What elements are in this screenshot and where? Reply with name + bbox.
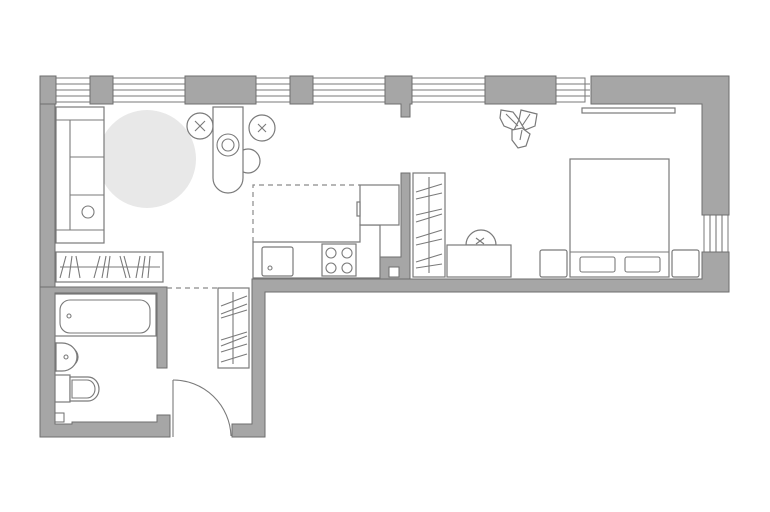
fridge-icon: [356, 184, 400, 226]
bedroom-wardrobe-icon: [412, 172, 446, 278]
kitchen-sink-icon: [261, 246, 294, 277]
rug-icon: [98, 110, 196, 208]
bed-icon: [569, 158, 670, 278]
walls: [39, 75, 730, 438]
desk-icon: [446, 229, 512, 278]
air-conditioner-icon: [581, 107, 676, 114]
hall-wardrobe-icon: [217, 287, 250, 369]
nightstand-icon: [671, 249, 700, 278]
wardrobe-icon: [55, 251, 164, 283]
kitchen-counter: [252, 224, 381, 279]
bathtub-icon: [54, 293, 157, 337]
toilet-icon: [54, 374, 100, 403]
stove-icon: [321, 243, 357, 277]
door-icon[interactable]: [172, 379, 232, 437]
bar-table-icon: [212, 106, 244, 194]
chair-icon: [465, 229, 497, 246]
washbasin-icon: [55, 342, 79, 372]
sofa-icon: [55, 106, 105, 244]
nightstand-icon: [539, 249, 568, 278]
kitchen-zone-outline: [252, 184, 360, 242]
plant-icon: [499, 109, 538, 149]
